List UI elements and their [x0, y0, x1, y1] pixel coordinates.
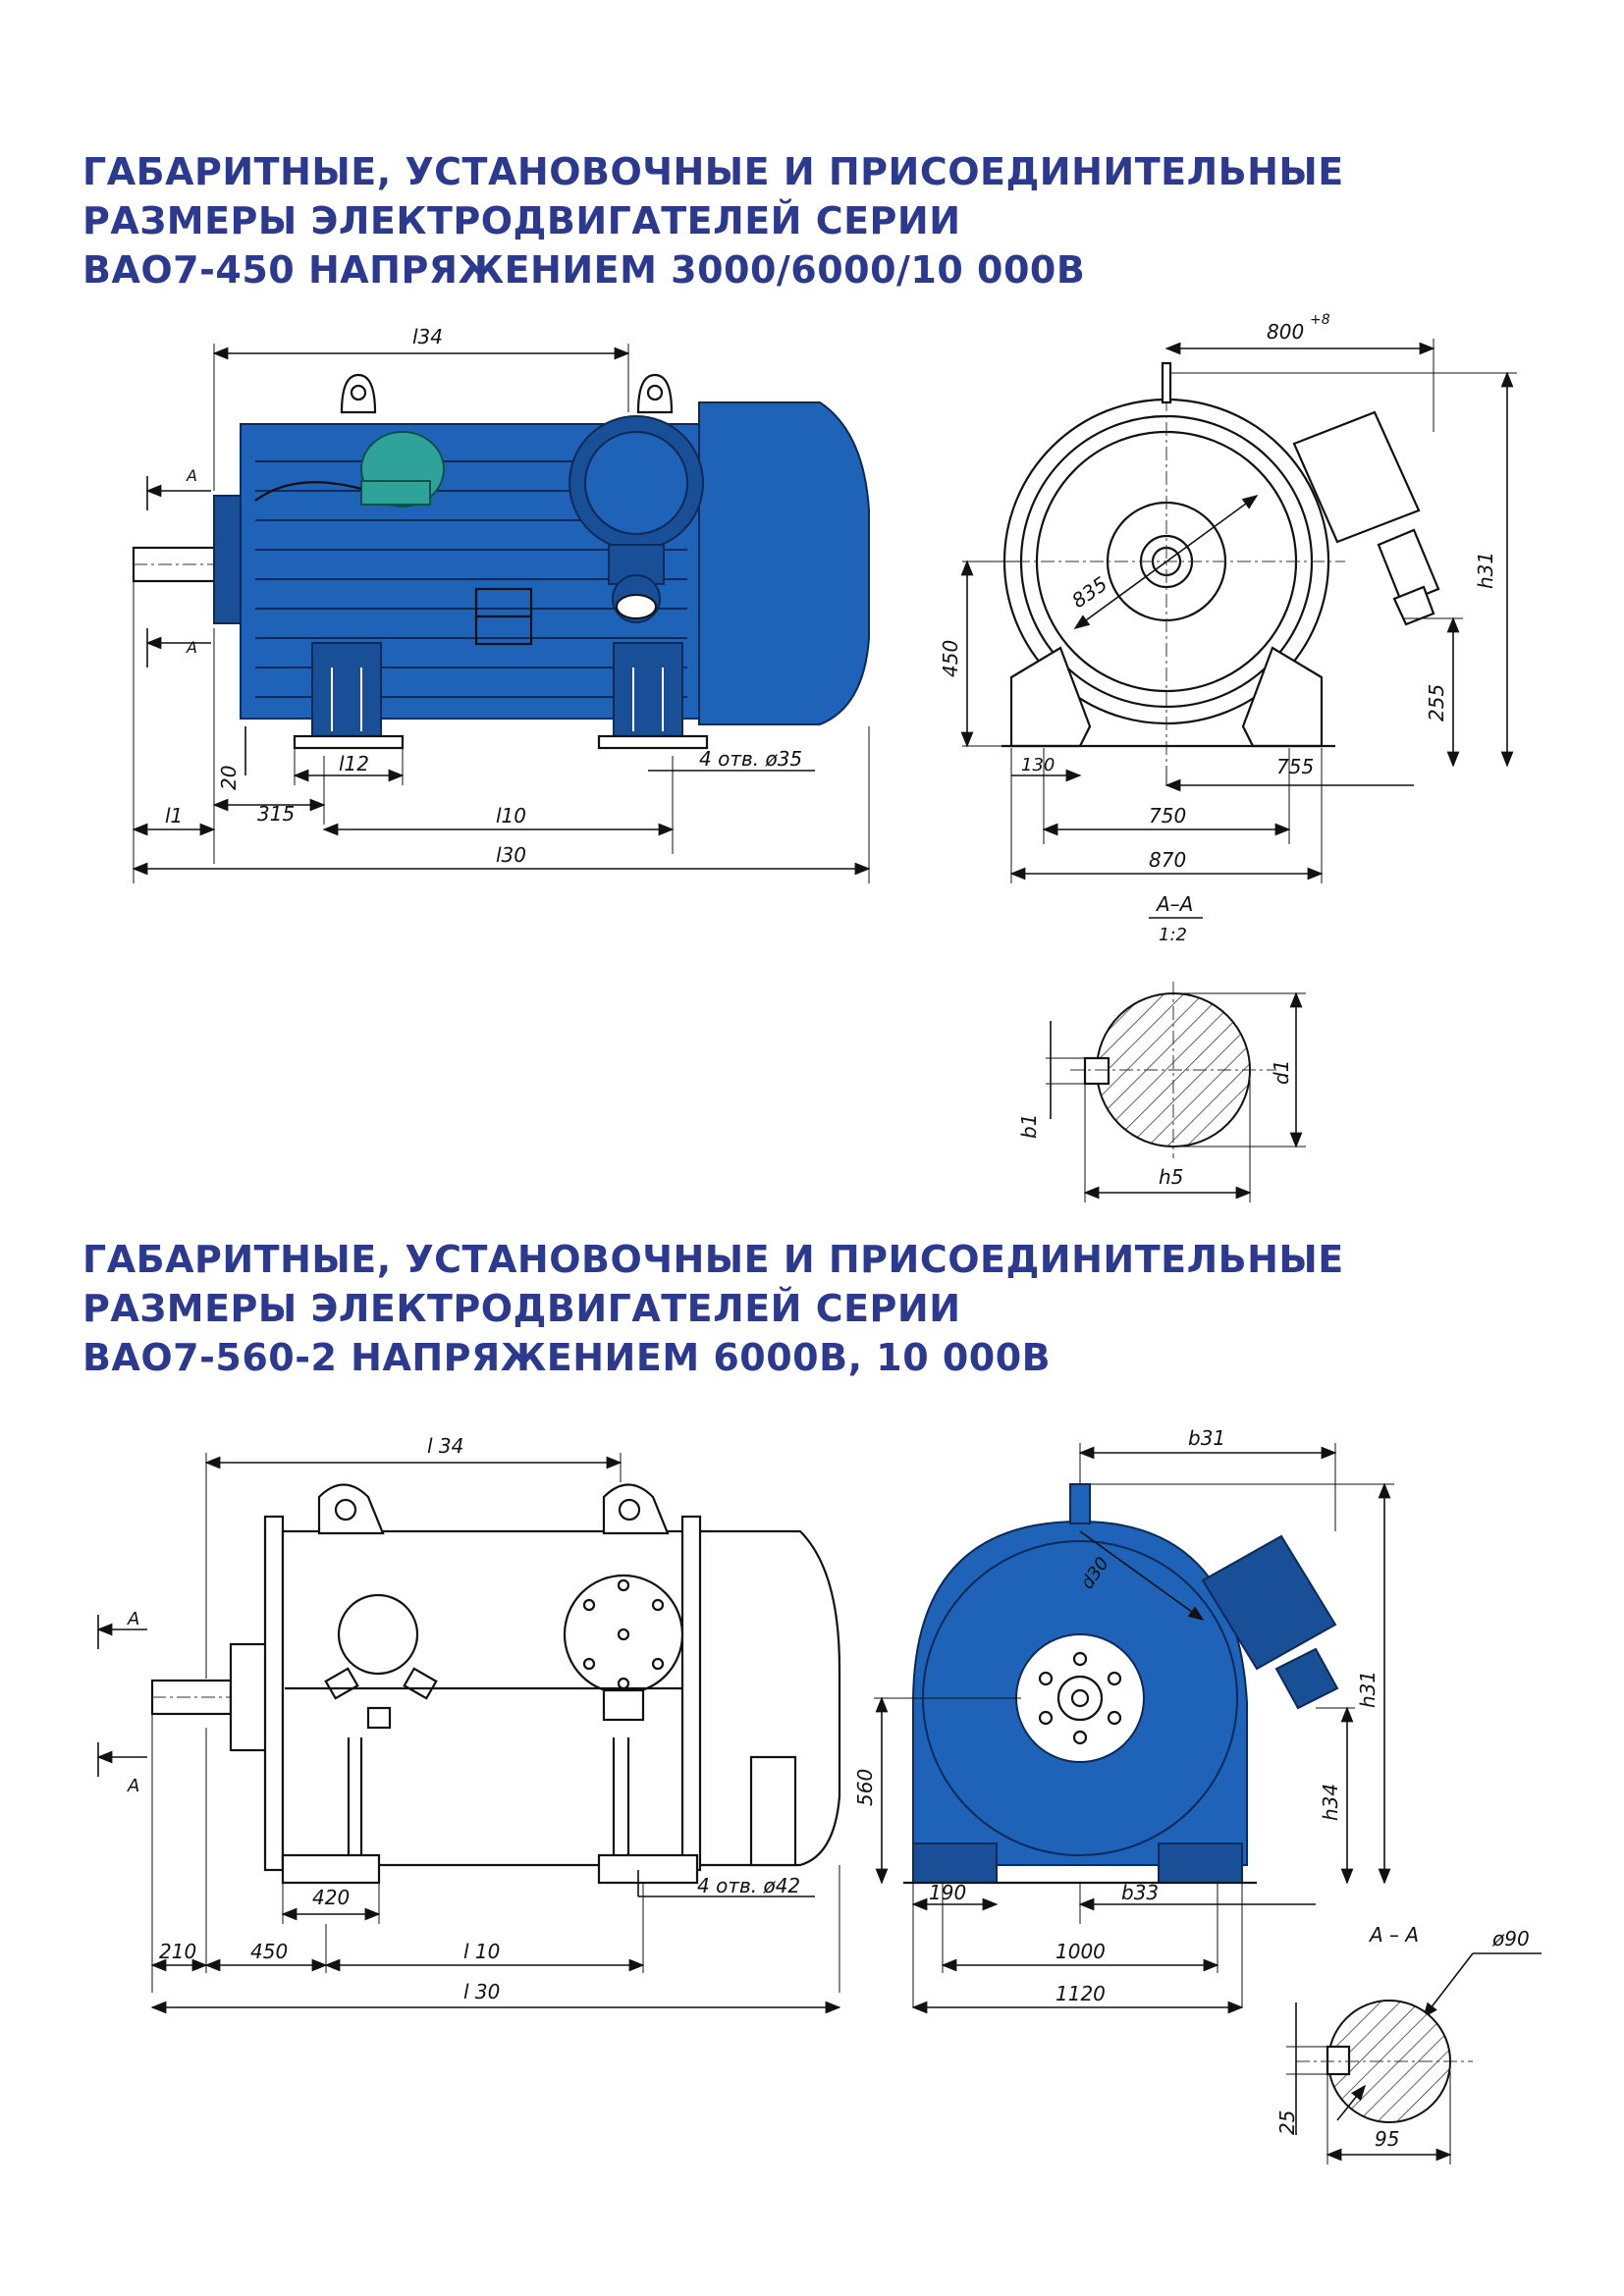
fan-cover — [698, 401, 870, 725]
dim-h5: h5 — [1159, 1165, 1183, 1189]
fan-cover — [683, 1529, 841, 1867]
section-mark-a: A — [127, 1609, 139, 1629]
dim-750: 750 — [1149, 804, 1186, 828]
lifting-eye-left — [340, 373, 377, 414]
dim-800: 800 — [1267, 320, 1304, 344]
terminal-box-round — [563, 1574, 684, 1695]
motor-560-side-view: A A l 34 420 4 отв. ø42 210 450 l 10 l 3… — [96, 1434, 841, 2014]
dim-210: 210 — [159, 1940, 196, 1963]
dim-l30: l 30 — [463, 1980, 500, 2003]
dim-20: 20 — [217, 766, 241, 790]
holes-note: 4 отв. ø42 — [697, 1874, 800, 1897]
front-flange — [213, 495, 244, 624]
section-a-a-560: А – А ø90 25 95 — [1275, 1923, 1542, 2164]
section-mark-a: A — [127, 1776, 139, 1796]
motor-450-front-view: 835 800 +8 h31 255 450 — [939, 312, 1517, 883]
heading-vao7-560: ГАБАРИТНЫЕ, УСТАНОВОЧНЫЕ И ПРИСОЕДИНИТЕЛ… — [82, 1235, 1344, 1382]
heading-line: ВАО7-560-2 НАПРЯЖЕНИЕМ 6000В, 10 000В — [82, 1336, 1052, 1379]
section-mark-a: A — [186, 466, 197, 485]
dim-b1: b1 — [1017, 1114, 1041, 1139]
dim-d1: d1 — [1270, 1060, 1293, 1085]
dim-870: 870 — [1149, 848, 1186, 872]
foot-left — [281, 1853, 381, 1885]
dim-95: 95 — [1375, 2127, 1399, 2151]
side-plate — [749, 1755, 797, 1867]
section-title: А – А — [1368, 1923, 1419, 1947]
dim-h31: h31 — [1356, 1671, 1380, 1708]
dim-1120: 1120 — [1056, 1982, 1106, 2005]
heading-line: ГАБАРИТНЫЕ, УСТАНОВОЧНЫЕ И ПРИСОЕДИНИТЕЛ… — [82, 1238, 1344, 1281]
dim-l34: l34 — [412, 325, 443, 348]
terminal-box-small — [337, 1593, 419, 1676]
dim-190: 190 — [929, 1881, 966, 1904]
key-slot — [1083, 1056, 1110, 1086]
lifting-eye-right — [636, 373, 674, 414]
dim-130: 130 — [1021, 755, 1055, 775]
dim-450: 450 — [250, 1940, 288, 1963]
heading-line: РАЗМЕРЫ ЭЛЕКТРОДВИГАТЕЛЕЙ СЕРИИ — [82, 1287, 961, 1330]
dim-b33: b33 — [1121, 1881, 1159, 1904]
motor-feet — [293, 642, 709, 750]
dim-h31: h31 — [1474, 552, 1497, 589]
dim-l1: l1 — [165, 804, 183, 828]
key-slot — [1326, 2045, 1351, 2076]
dim-1000: 1000 — [1056, 1940, 1106, 1963]
foot-right — [1158, 1842, 1243, 1884]
dim-l10: l10 — [496, 804, 526, 828]
terminal-box-teal — [254, 431, 445, 507]
dim-l10: l 10 — [463, 1940, 500, 1963]
dim-h34: h34 — [1319, 1784, 1342, 1821]
section-title: A–A — [1155, 892, 1193, 916]
terminal-box-front — [1292, 410, 1440, 626]
section-mark-a: A — [186, 638, 197, 657]
dim-25: 25 — [1275, 2110, 1299, 2135]
dim-800-tolerance: +8 — [1310, 312, 1330, 328]
dim-450: 450 — [939, 640, 962, 677]
terminal-box-front — [1201, 1534, 1337, 1671]
heading-line: РАЗМЕРЫ ЭЛЕКТРОДВИГАТЕЛЕЙ СЕРИИ — [82, 199, 961, 242]
dim-b31: b31 — [1188, 1426, 1225, 1450]
lifting-eye-left — [317, 1483, 385, 1535]
dim-l30: l30 — [496, 843, 526, 867]
lifting-eye-right — [602, 1483, 670, 1535]
terminal-box-round — [568, 415, 704, 623]
dim-420: 420 — [312, 1886, 350, 1909]
dim-315: 315 — [257, 802, 295, 826]
dim-l12: l12 — [339, 752, 369, 775]
dim-d90: ø90 — [1491, 1927, 1530, 1950]
holes-note: 4 отв. ø35 — [699, 747, 802, 771]
foot-right — [1241, 646, 1324, 748]
section-a-a-450: A–A 1:2 d1 b1 h5 — [1017, 892, 1306, 1202]
heading-line: ГАБАРИТНЫЕ, УСТАНОВОЧНЫЕ И ПРИСОЕДИНИТЕЛ… — [82, 150, 1344, 193]
dim-755: 755 — [1276, 755, 1314, 778]
foot-right — [597, 1853, 699, 1885]
front-bearing-cap — [229, 1642, 272, 1752]
heading-line: ВАО7-450 НАПРЯЖЕНИЕМ 3000/6000/10 000В — [82, 248, 1086, 292]
dim-560: 560 — [853, 1769, 877, 1806]
foot-left — [1009, 646, 1092, 748]
motor-450-side-view: A A l34 l1 315 l10 l30 l12 20 4 отв. ø35 — [132, 325, 871, 883]
foot-left — [912, 1842, 998, 1884]
dim-255: 255 — [1425, 684, 1448, 721]
heading-vao7-450: ГАБАРИТНЫЕ, УСТАНОВОЧНЫЕ И ПРИСОЕДИНИТЕЛ… — [82, 147, 1344, 294]
top-stub — [1069, 1483, 1091, 1524]
dim-l34: l 34 — [427, 1434, 463, 1458]
motor-560-front-view: d30 b31 h31 h34 560 190 b33 1000 1120 — [853, 1426, 1394, 2014]
section-scale: 1:2 — [1159, 925, 1187, 945]
